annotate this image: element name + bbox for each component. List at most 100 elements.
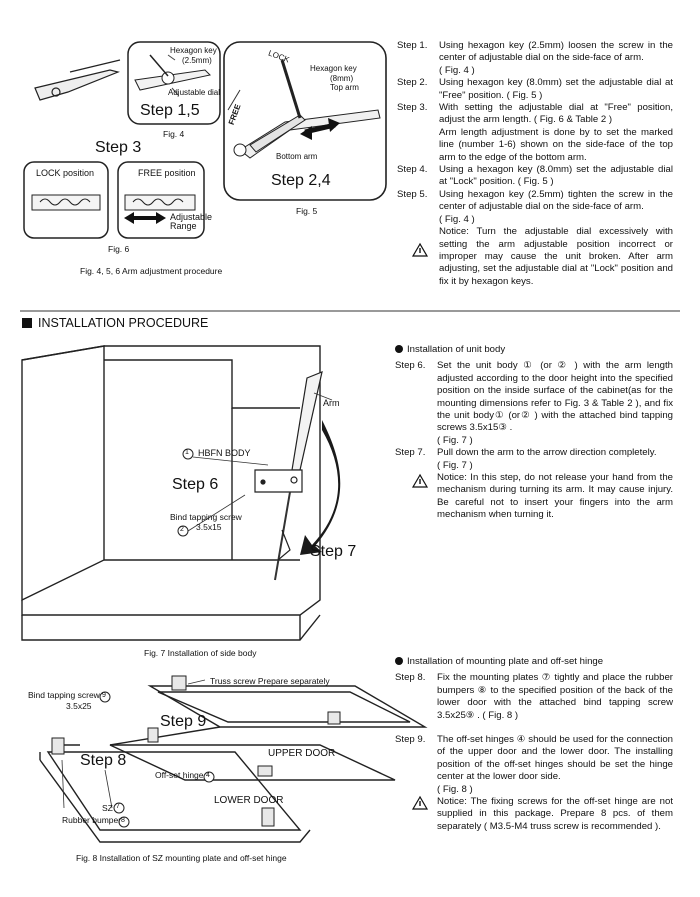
notice-top-text: Notice: Turn the adjustable dial excessi… bbox=[439, 226, 673, 287]
fig7-step6: Step 6 bbox=[172, 476, 219, 493]
step-7-text: Pull down the arm to the arrow direction… bbox=[437, 447, 657, 459]
notice-unit: Notice: In this step, do not release you… bbox=[395, 472, 673, 522]
unit-body-heading: Installation of unit body bbox=[407, 344, 506, 355]
fig4-detail-box bbox=[127, 41, 221, 125]
mounting-heading: Installation of mounting plate and off-s… bbox=[407, 656, 604, 667]
step-3: Step 3. With setting the adjustable dial… bbox=[397, 102, 673, 164]
step-7: Step 7. Pull down the arm to the arrow d… bbox=[395, 447, 673, 472]
step-7-ref: ( Fig. 7 ) bbox=[437, 459, 473, 471]
fig456-caption: Fig. 4, 5, 6 Arm adjustment procedure bbox=[80, 266, 223, 276]
step-6-text: Set the unit body ① (or ② ) with the arm… bbox=[437, 360, 673, 434]
fig8-lower-door: LOWER DOOR bbox=[214, 795, 284, 806]
step-3-text2: Arm length adjustment is done by to set … bbox=[439, 126, 673, 163]
step-3-num: Step 3. bbox=[397, 102, 428, 114]
step-7-num: Step 7. bbox=[395, 447, 426, 459]
step-1-num: Step 1. bbox=[397, 40, 428, 51]
fig6-range-label2: Range bbox=[170, 221, 197, 231]
fig4-caption: Fig. 4 bbox=[163, 129, 185, 139]
num1-circle bbox=[182, 448, 194, 460]
step-1-text: Using hexagon key (2.5mm) loosen the scr… bbox=[439, 40, 673, 64]
step-4-text: Using a hexagon key (8.0mm) set the adju… bbox=[439, 164, 673, 188]
fig8-screw-label: Bind tapping screw bbox=[28, 690, 100, 700]
fig7-cabinet-drawing bbox=[21, 345, 321, 641]
fig7-arm-label: Arm bbox=[323, 398, 340, 408]
step-5-num: Step 5. bbox=[397, 188, 428, 200]
step-6-num: Step 6. bbox=[395, 360, 426, 372]
fig7-step7: Step 7 bbox=[310, 543, 357, 560]
step-4: Step 4. Using a hexagon key (8.0mm) set … bbox=[397, 164, 673, 189]
step-8-text: Fix the mounting plates ⑦ tightly and pl… bbox=[437, 672, 673, 721]
fig8-sz-label: SZ bbox=[102, 803, 113, 813]
num8-circle bbox=[118, 816, 130, 828]
step-2-num: Step 2. bbox=[397, 77, 428, 89]
fig8-bumper-label: Rubber bumper bbox=[62, 815, 122, 825]
fig7-screw-label: Bind tapping screw bbox=[170, 512, 242, 522]
mounting-section: Installation of mounting plate and off-s… bbox=[395, 656, 673, 833]
step-2-text: Using hexagon key (8.0mm) set the adjust… bbox=[439, 77, 673, 101]
step-9-text: The off-set hinges ④ should be used for … bbox=[437, 734, 673, 783]
fig7-screw-size: 3.5x15 bbox=[196, 522, 222, 532]
unit-body-section: Installation of unit body Step 6. Set th… bbox=[395, 344, 673, 522]
step-2: Step 2. Using hexagon key (8.0mm) set th… bbox=[397, 77, 673, 102]
section-square-icon bbox=[22, 318, 32, 328]
fig6-caption: Fig. 6 bbox=[108, 244, 130, 254]
fig6-step: Step 3 bbox=[95, 139, 142, 156]
fig7-body-label: HBFN BODY bbox=[198, 448, 251, 458]
fig8-num8: 8 bbox=[121, 817, 125, 824]
fig7-num2: 2 bbox=[180, 526, 184, 533]
fig6-lock-title: LOCK position bbox=[36, 168, 95, 178]
fig4-arm-drawing bbox=[34, 59, 121, 101]
fig6-free-title: FREE position bbox=[138, 168, 196, 178]
fig5-caption: Fig. 5 bbox=[296, 206, 318, 216]
step-8-num: Step 8. bbox=[395, 672, 426, 684]
step-5: Step 5. Using hexagon key (2.5mm) tighte… bbox=[397, 189, 673, 226]
fig8-step8: Step 8 bbox=[80, 752, 127, 769]
fig8-caption: Fig. 8 Installation of SZ mounting plate… bbox=[76, 853, 287, 863]
fig8-screw-size: 3.5x25 bbox=[66, 701, 92, 711]
warning-icon-top bbox=[411, 242, 429, 257]
fig8-num4: 4 bbox=[206, 772, 210, 779]
fig5-bottom-arm: Bottom arm bbox=[276, 152, 318, 161]
warning-icon-mount bbox=[411, 795, 429, 810]
fig5-step: Step 2,4 bbox=[271, 172, 331, 189]
num4-circle bbox=[203, 771, 215, 783]
fig8-doors-drawing bbox=[39, 685, 428, 843]
notice-mount: Notice: The fixing screws for the off-se… bbox=[395, 796, 673, 833]
fig4-hex-label: Hexagon key bbox=[170, 46, 217, 55]
step-6-ref: ( Fig. 7 ) bbox=[437, 434, 473, 446]
fig5-top-arm: Top arm bbox=[330, 83, 359, 92]
fig6-drawing bbox=[23, 161, 205, 239]
fig5-hex-label: Hexagon key bbox=[310, 64, 357, 73]
step-4-num: Step 4. bbox=[397, 164, 428, 176]
notice-top: Notice: Turn the adjustable dial excessi… bbox=[397, 226, 673, 288]
num9-circle bbox=[99, 691, 111, 703]
step-9-num: Step 9. bbox=[395, 734, 426, 746]
step-9: Step 9. The off-set hinges ④ should be u… bbox=[395, 734, 673, 796]
fig8-upper-door: UPPER DOOR bbox=[268, 748, 336, 759]
step-5-ref: ( Fig. 4 ) bbox=[439, 213, 475, 225]
section-title: INSTALLATION PROCEDURE bbox=[38, 316, 209, 330]
step-1: Step 1. Using hexagon key (2.5mm) loosen… bbox=[397, 40, 673, 77]
fig8-num7: 7 bbox=[116, 803, 120, 810]
fig8-truss-label: Truss screw Prepare separately bbox=[210, 676, 330, 686]
steps-top-list: Step 1. Using hexagon key (2.5mm) loosen… bbox=[397, 40, 673, 288]
fig7-pull-arrow bbox=[300, 420, 341, 555]
warning-icon-unit bbox=[411, 473, 429, 488]
fig7-arm-drawing bbox=[254, 371, 323, 581]
bullet-icon bbox=[395, 657, 403, 665]
step-9-ref: ( Fig. 8 ) bbox=[437, 783, 473, 795]
step-1-ref: ( Fig. 4 ) bbox=[439, 64, 475, 76]
step-5-text: Using hexagon key (2.5mm) tighten the sc… bbox=[439, 188, 673, 213]
fig7-caption: Fig. 7 Installation of side body bbox=[144, 648, 257, 658]
fig4-dial-label: Adjustable dial bbox=[168, 88, 221, 97]
fig4-step: Step 1,5 bbox=[140, 102, 200, 119]
step-3-text: With setting the adjustable dial at "Fre… bbox=[439, 102, 673, 126]
fig6-range-label: Adjustable bbox=[170, 212, 213, 222]
bullet-icon bbox=[395, 345, 403, 353]
step-6: Step 6. Set the unit body ① (or ② ) with… bbox=[395, 360, 673, 447]
fig8-hinge-label: Off-set hinge bbox=[155, 770, 204, 780]
fig8-hardware bbox=[51, 675, 341, 827]
fig5-box bbox=[223, 41, 387, 201]
step-8: Step 8. Fix the mounting plates ⑦ tightl… bbox=[395, 672, 673, 722]
